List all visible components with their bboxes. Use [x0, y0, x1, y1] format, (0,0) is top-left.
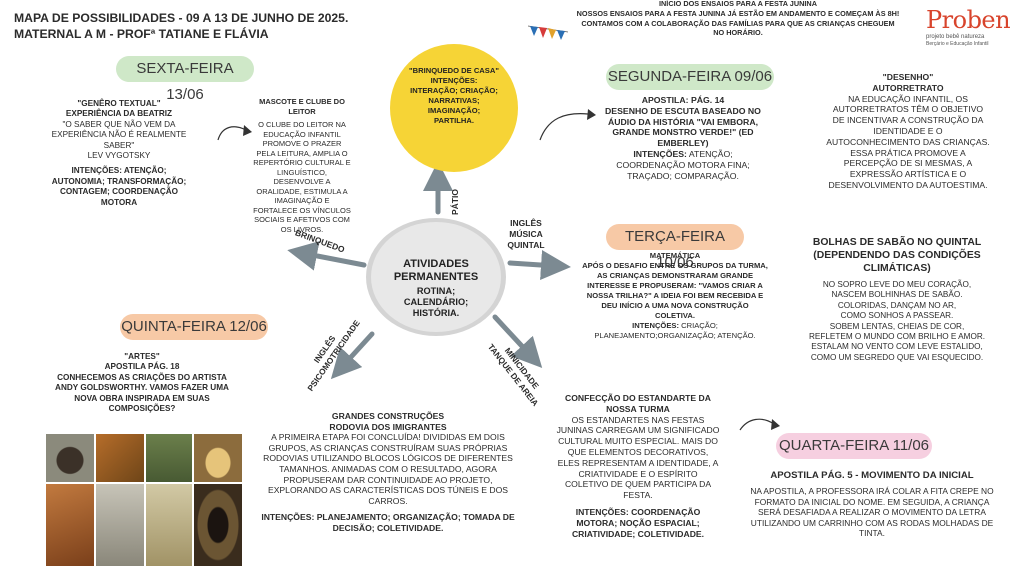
thursday-build-title: GRANDES CONSTRUÇÕES	[258, 411, 518, 422]
friday-genre-sub: EXPERIÊNCIA DA BEATRIZ	[44, 109, 194, 119]
tuesday-math-title: MATEMÁTICA	[582, 251, 768, 261]
curl-arrow-wednesday	[740, 419, 774, 430]
label-ingles-musica-quintal: INGLÊS MÚSICA QUINTAL	[498, 218, 554, 251]
yc-l1: INTENÇÕES:	[398, 76, 510, 86]
monday-drawing-text: NA EDUCAÇÃO INFANTIL, OS AUTORRETRATOS T…	[826, 94, 990, 191]
friday-club-block: MASCOTE E CLUBE DO LEITOR O CLUBE DO LEI…	[252, 97, 352, 234]
thursday-arts-title: "ARTES"	[52, 352, 232, 362]
photo-stick-dome	[146, 484, 192, 566]
goldsworthy-photo-collage	[46, 434, 242, 566]
label-quintal-2: MÚSICA	[498, 229, 554, 240]
poem-line: COMO UM SEGREDO QUE VAI ESQUECIDO.	[800, 353, 994, 363]
pill-quinta-feira: QUINTA-FEIRA 12/06	[120, 314, 268, 340]
yc-l4: IMAGINAÇÃO;	[398, 106, 510, 116]
poem-line: NO SOPRO LEVE DO MEU CORAÇÃO,	[800, 280, 994, 290]
curl-arrow-friday	[218, 127, 246, 140]
tuesday-math-text: APÓS O DESAFIO ENTRE OS GRUPOS DA TURMA,…	[582, 261, 768, 321]
monday-block: APOSTILA: PÁG. 14 DESENHO DE ESCUTA BASE…	[598, 95, 768, 181]
poem-line: REFLETEM O MUNDO COM BRILHO E AMOR.	[800, 332, 994, 342]
photo-wood-column	[146, 434, 192, 482]
label-quintal-1: INGLÊS	[498, 218, 554, 229]
label-quintal-3: QUINTAL	[498, 240, 554, 251]
poem-line: COLORIDAS, DANÇAM NO AR,	[800, 301, 994, 311]
friday-club-title: MASCOTE E CLUBE DO LEITOR	[252, 97, 352, 116]
monday-drawing-title: "DESENHO"	[826, 72, 990, 83]
label-patio: PÁTIO	[450, 189, 460, 215]
arrow-right-quintal	[510, 263, 556, 266]
thursday-build-text: A PRIMEIRA ETAPA FOI CONCLUÍDA! DIVIDIDA…	[258, 432, 518, 506]
photo-leaves-line	[96, 434, 144, 482]
thursday-build-block: GRANDES CONSTRUÇÕES RODOVIA DOS IMIGRANT…	[258, 411, 518, 534]
friday-quote: "O SABER QUE NÃO VEM DA EXPERIÊNCIA NÃO …	[44, 120, 194, 151]
friday-intentions: INTENÇÕES: ATENÇÃO; AUTONOMIA; TRANSFORM…	[44, 166, 194, 208]
yc-title: "BRINQUEDO DE CASA"	[398, 66, 510, 76]
monday-apostila: APOSTILA: PÁG. 14	[598, 95, 768, 106]
photo-earth-spiral	[46, 484, 94, 566]
pill-sexta-feira: SEXTA-FEIRA 13/06	[116, 56, 254, 82]
wednesday-banner-title: CONFECÇÃO DO ESTANDARTE DA NOSSA TURMA	[556, 393, 720, 415]
friday-genre-block: "GENÊRO TEXTUAL" EXPERIÊNCIA DA BEATRIZ …	[44, 99, 194, 208]
tuesday-bubbles-title: BOLHAS DE SABÃO NO QUINTAL (DEPENDENDO D…	[800, 236, 994, 275]
pill-terca-feira: TERÇA-FEIRA 10/06	[606, 224, 744, 250]
photo-hole-sculpture	[194, 484, 242, 566]
poem-line: COMO SONHOS A PASSEAR.	[800, 311, 994, 321]
poem-line: ESTALAM NO VENTO COM LEVE ESTALIDO,	[800, 342, 994, 352]
wednesday-banner-intentions: INTENÇÕES: COORDENAÇÃO MOTORA; NOÇÃO ESP…	[556, 507, 720, 539]
yc-l5: PARTILHA.	[398, 116, 510, 126]
wednesday-apostila-title: APOSTILA PÁG. 5 - MOVIMENTO DA INICIAL	[744, 470, 1000, 482]
arrow-left-brinquedo	[302, 253, 364, 265]
wednesday-banner-text: OS ESTANDARTES NAS FESTAS JUNINAS CARREG…	[556, 415, 720, 501]
monday-title: DESENHO DE ESCUTA BASEADO NO ÁUDIO DA HI…	[598, 106, 768, 149]
tuesday-poem: NO SOPRO LEVE DO MEU CORAÇÃO, NASCEM BOL…	[800, 280, 994, 363]
tuesday-math-block: MATEMÁTICA APÓS O DESAFIO ENTRE OS GRUPO…	[582, 251, 768, 341]
friday-club-text: O CLUBE DO LEITOR NA EDUCAÇÃO INFANTIL P…	[252, 120, 352, 234]
tuesday-math-intentions-label: INTENÇÕES:	[632, 321, 679, 330]
thursday-arts-sub: APOSTILA PÁG. 18	[52, 362, 232, 372]
friday-author: LEV VYGOTSKY	[44, 151, 194, 161]
yc-l3: NARRATIVAS;	[398, 96, 510, 106]
monday-drawing-sub: AUTORRETRATO	[826, 83, 990, 94]
poem-line: SOBEM LENTAS, CHEIAS DE COR,	[800, 322, 994, 332]
poem-line: NASCEM BOLHINHAS DE SABÃO.	[800, 290, 994, 300]
thursday-arts-block: "ARTES" APOSTILA PÁG. 18 CONHECEMOS AS C…	[52, 352, 232, 414]
yc-l2: INTERAÇÃO; CRIAÇÃO;	[398, 86, 510, 96]
wednesday-apostila-text: NA APOSTILA, A PROFESSORA IRÁ COLAR A FI…	[744, 486, 1000, 539]
pill-segunda-feira: SEGUNDA-FEIRA 09/06	[606, 64, 774, 90]
thursday-build-sub: RODOVIA DOS IMIGRANTES	[258, 422, 518, 433]
thursday-build-intentions: INTENÇÕES: PLANEJAMENTO; ORGANIZAÇÃO; TO…	[258, 512, 518, 533]
curl-arrow-monday	[540, 114, 588, 140]
photo-stone-egg	[194, 434, 242, 482]
brinquedo-de-casa-text: "BRINQUEDO DE CASA" INTENÇÕES: INTERAÇÃO…	[398, 66, 510, 126]
photo-rock-arch	[96, 484, 144, 566]
photo-stone-arch	[46, 434, 94, 482]
center-title: ATIVIDADES PERMANENTES	[380, 258, 492, 284]
center-sub: ROTINA; CALENDÁRIO; HISTÓRIA.	[392, 286, 480, 319]
monday-intentions-label: INTENÇÕES:	[633, 149, 687, 159]
thursday-arts-text: CONHECEMOS AS CRIAÇÕES DO ARTISTA ANDY G…	[52, 373, 232, 415]
friday-genre-title: "GENÊRO TEXTUAL"	[44, 99, 194, 109]
pill-quarta-feira: QUARTA-FEIRA 11/06	[776, 433, 932, 459]
wednesday-banner-block: CONFECÇÃO DO ESTANDARTE DA NOSSA TURMA O…	[556, 393, 720, 539]
monday-drawing-block: "DESENHO" AUTORRETRATO NA EDUCAÇÃO INFAN…	[826, 72, 990, 191]
